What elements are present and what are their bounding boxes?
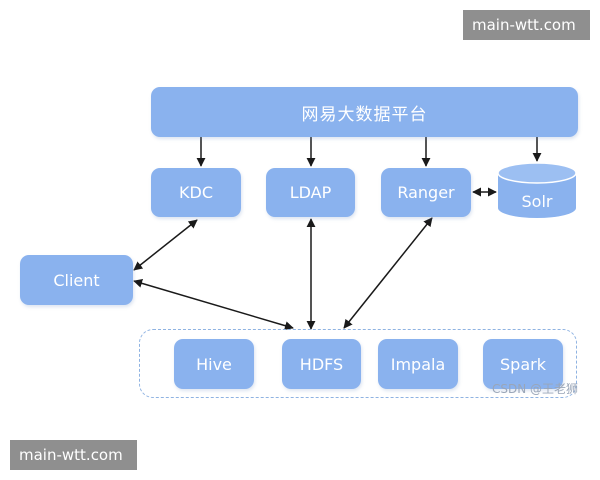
arrow-client-hdfs	[133, 278, 294, 331]
watermark-bottom: main-wtt.com	[10, 440, 137, 470]
platform-node: 网易大数据平台	[151, 87, 578, 137]
source-credit: CSDN @王老狮	[492, 382, 579, 396]
arrow-kdc-client	[133, 219, 198, 271]
ldap-node: LDAP	[266, 168, 355, 217]
hive-node: Hive	[174, 339, 254, 389]
kdc-node: KDC	[151, 168, 241, 217]
impala-node: Impala	[378, 339, 458, 389]
hdfs-node: HDFS	[282, 339, 361, 389]
solr-node-label: Solr	[521, 191, 553, 211]
ranger-node: Ranger	[381, 168, 471, 217]
solr-database-icon	[497, 162, 577, 218]
spark-node: Spark	[483, 339, 563, 389]
client-node: Client	[20, 255, 133, 305]
compute-storage-group	[139, 329, 577, 398]
watermark-top: main-wtt.com	[463, 10, 590, 40]
arrow-ranger-hdfs	[343, 217, 433, 329]
